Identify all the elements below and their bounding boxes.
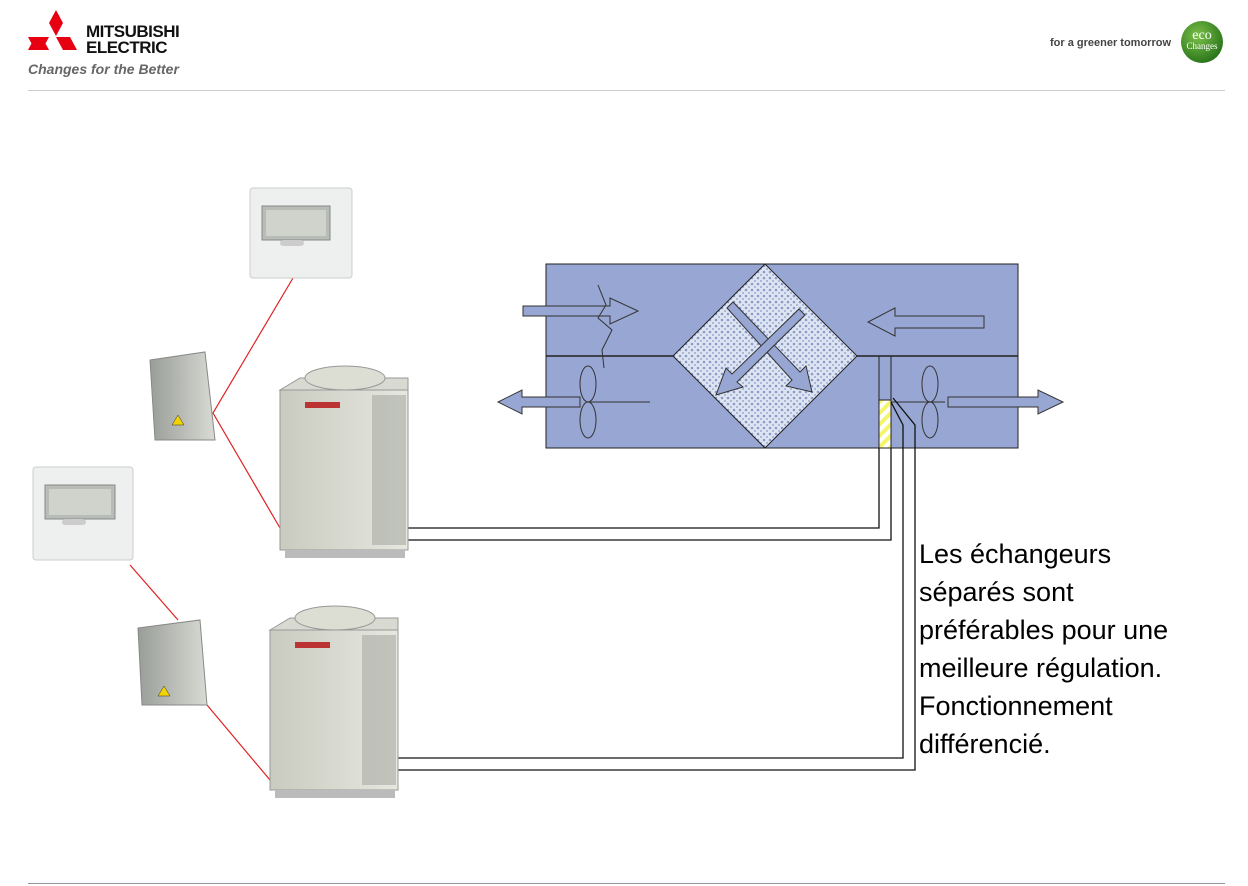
remote-controller-1 — [249, 187, 353, 279]
heat-recovery-unit — [496, 263, 1065, 449]
brand-line-1: MITSUBISHI — [86, 22, 180, 41]
eco-changes-badge: eco Changes — [1181, 21, 1223, 63]
return-air-inlet-arrow — [866, 307, 985, 337]
eco-badge-line-2: Changes — [1186, 41, 1218, 51]
outdoor-unit-1 — [278, 365, 409, 558]
refrigerant-pipes — [398, 397, 916, 771]
brand-line-2: ELECTRIC — [86, 38, 168, 57]
filter-icon — [597, 284, 613, 369]
control-box-2 — [137, 619, 208, 706]
exhaust-fan-icon — [579, 365, 650, 439]
remote-controller-2 — [32, 466, 134, 561]
slogan: for a greener tomorrow — [1050, 37, 1172, 49]
control-wires — [129, 277, 294, 781]
header-divider — [28, 90, 1225, 91]
coil-2 — [878, 399, 892, 449]
footer-divider — [28, 883, 1225, 884]
fresh-air-inlet-arrow — [522, 297, 640, 325]
mitsubishi-three-diamonds-logo — [28, 10, 77, 50]
control-box-1 — [149, 351, 216, 441]
tagline: Changes for the Better — [28, 61, 179, 77]
exhaust-air-arrow — [496, 389, 581, 415]
caption-text: Les échangeurs séparés sont préférables … — [919, 539, 1169, 759]
outdoor-unit-2 — [268, 605, 399, 798]
heat-exchanger-core — [672, 263, 858, 449]
eco-badge-line-1: eco — [1192, 28, 1212, 43]
supply-air-arrow — [947, 389, 1065, 415]
brand-name: MITSUBISHI ELECTRIC — [86, 22, 180, 57]
